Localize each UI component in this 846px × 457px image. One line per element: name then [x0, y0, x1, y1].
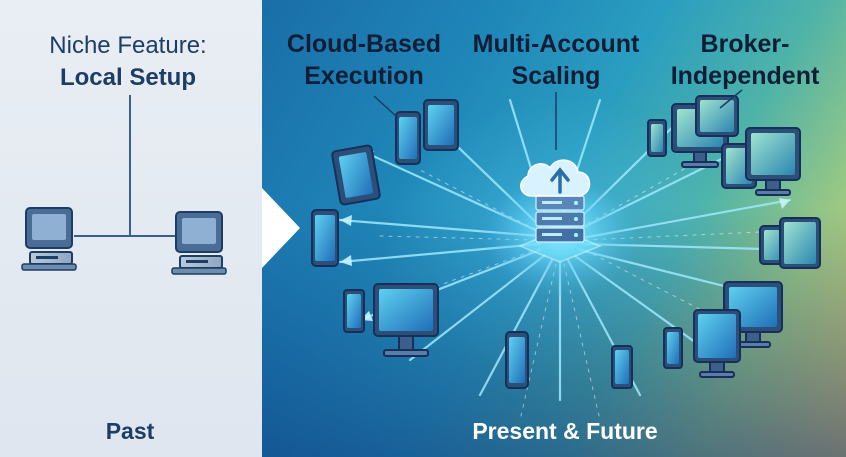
past-heading-line1: Niche Feature:	[49, 32, 207, 59]
local-connection-lines	[74, 95, 186, 237]
monitor-icon	[695, 95, 739, 137]
monitor-icon	[373, 283, 439, 357]
smartphone-icon	[611, 345, 633, 389]
past-heading-line2: Local Setup	[59, 64, 197, 91]
monitor-icon	[693, 309, 741, 378]
smartphone-icon	[311, 209, 339, 267]
tablet-icon	[423, 99, 459, 151]
monitor-icon	[745, 127, 801, 196]
past-footer: Past	[105, 418, 155, 444]
present-footer: Present & Future	[472, 418, 658, 444]
feature-cloud-line2: Execution	[304, 62, 424, 90]
tablet-icon	[331, 144, 381, 206]
past-heading: Niche Feature: Local Setup	[26, 30, 230, 94]
smartphone-icon	[343, 289, 365, 333]
smartphone-icon	[647, 119, 667, 157]
smartphone-icon	[395, 111, 421, 165]
smartphone-icon	[505, 331, 529, 389]
server-stack-icon	[535, 195, 585, 243]
feature-broker-line2: Independent	[670, 62, 820, 90]
feature-broker-line1: Broker-	[700, 30, 790, 58]
feature-multi-line2: Scaling	[511, 62, 601, 90]
smartphone-icon	[663, 327, 683, 369]
feature-cloud-label: Cloud-Based Execution	[264, 28, 464, 92]
feature-multi-line1: Multi-Account	[472, 30, 640, 58]
cloud-upload-icon	[520, 159, 591, 197]
tablet-icon	[779, 217, 821, 269]
local-computer-left	[21, 207, 77, 271]
feature-cloud-line1: Cloud-Based	[286, 30, 442, 58]
feature-broker-label: Broker- Independent	[650, 28, 840, 92]
device-cluster	[311, 95, 821, 389]
feature-multi-label: Multi-Account Scaling	[456, 28, 656, 92]
local-computer-right	[171, 211, 227, 275]
callout-leaders	[373, 89, 743, 150]
